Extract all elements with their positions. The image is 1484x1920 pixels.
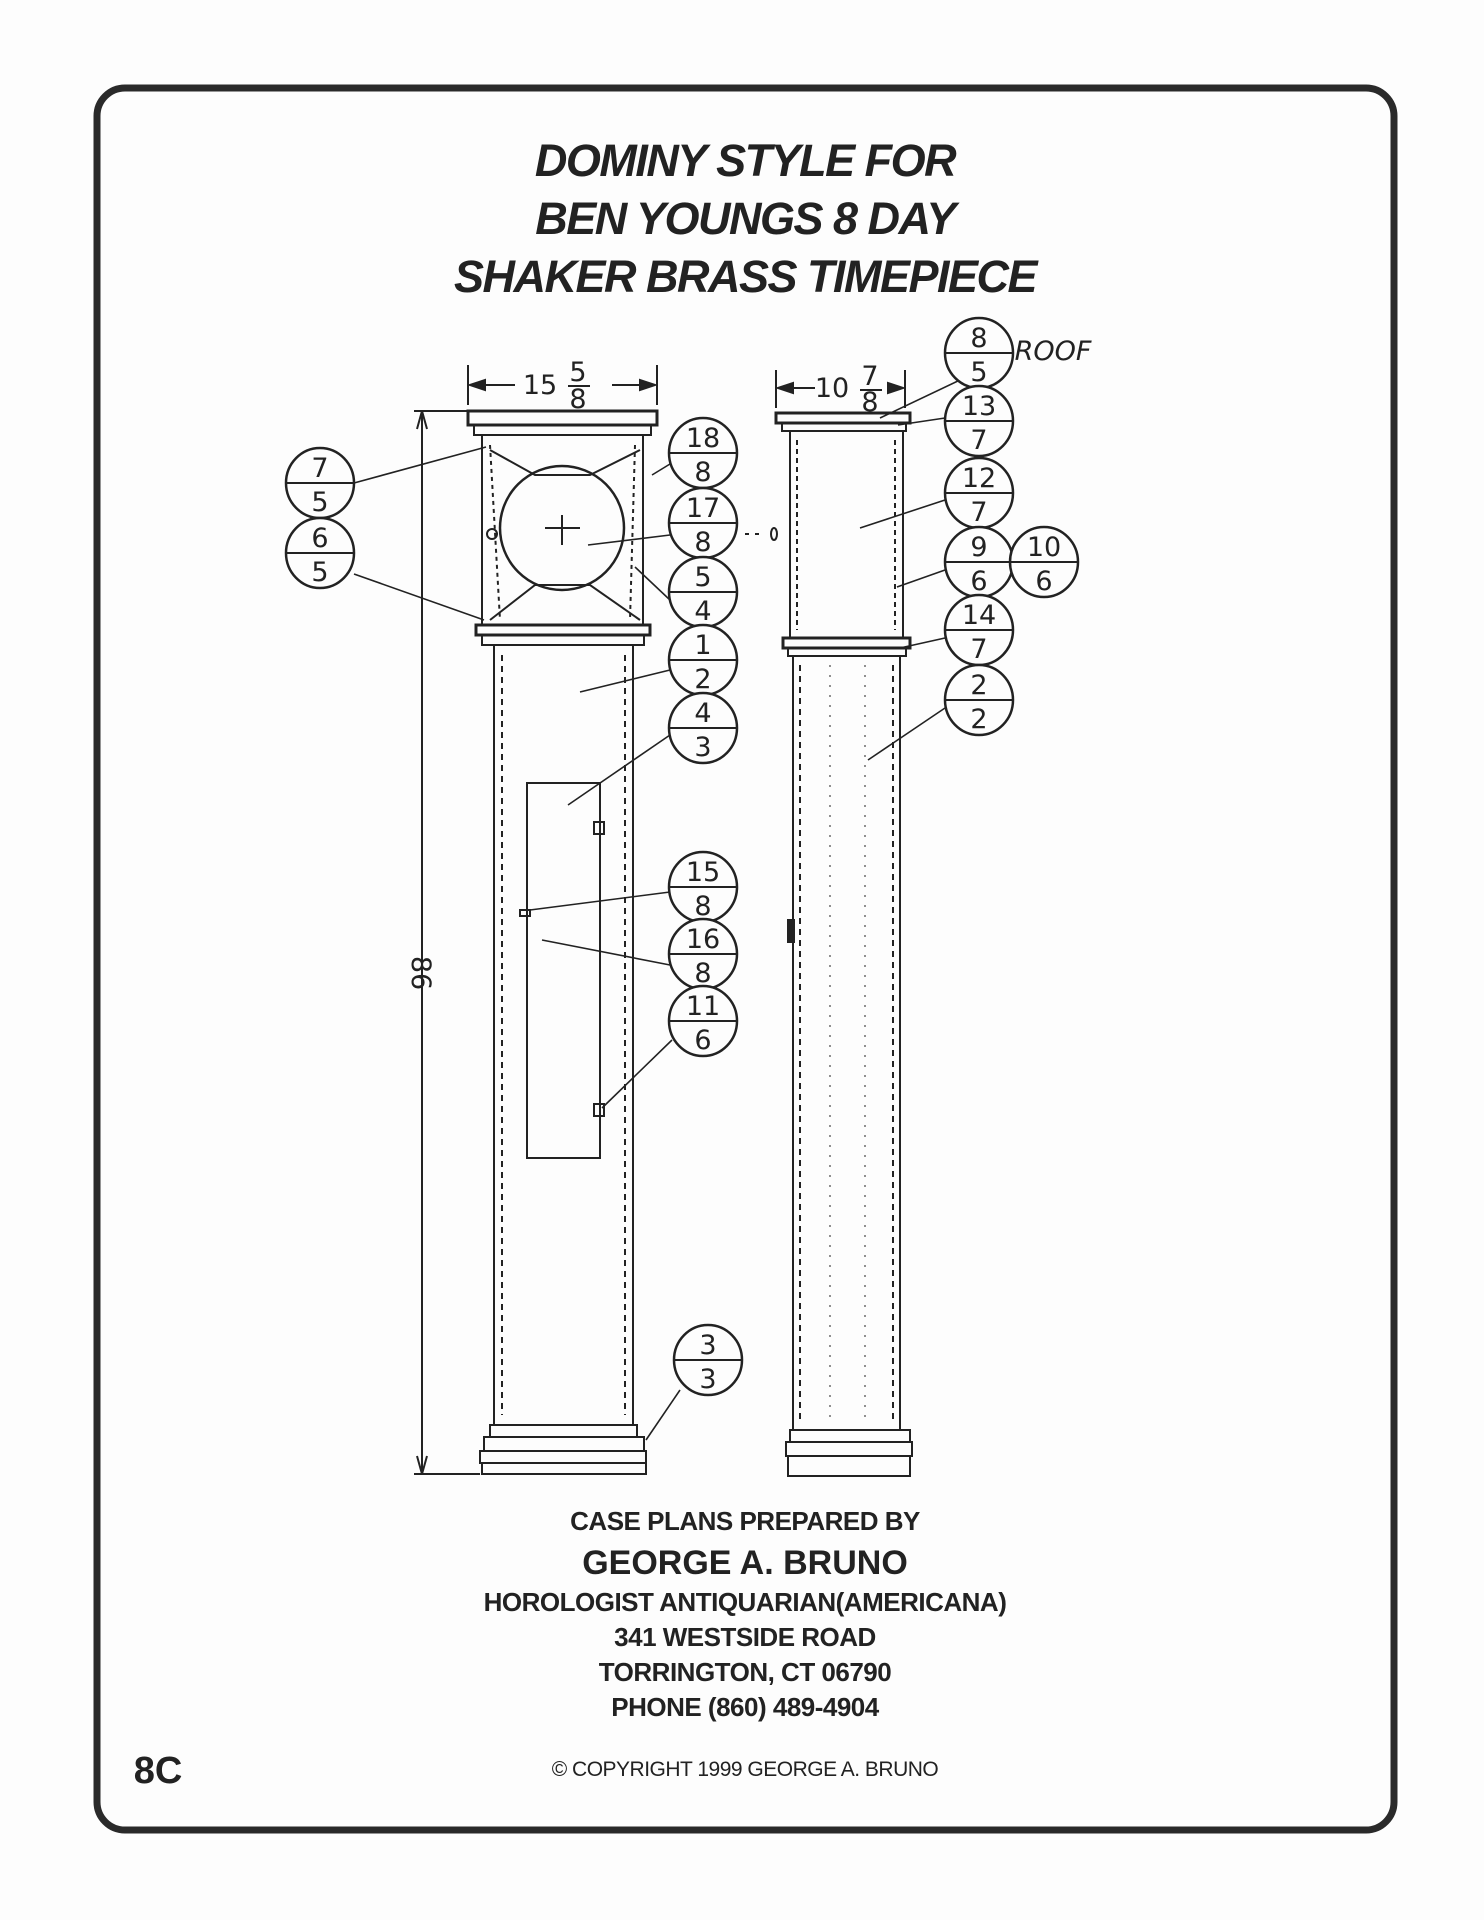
title-line-2: BEN YOUNGS 8 DAY bbox=[535, 193, 960, 244]
part-callout-bubble: 43 bbox=[667, 691, 739, 765]
callout-part-number: 8 bbox=[970, 323, 987, 354]
front-view-clock-drawing bbox=[414, 365, 659, 1475]
side-width-whole: 10 bbox=[815, 373, 849, 404]
height-dimension: 86 bbox=[405, 956, 436, 990]
part-callout-bubble: 168 bbox=[667, 917, 739, 991]
callout-sheet-number: 5 bbox=[970, 357, 987, 388]
part-callout-bubble: 96 bbox=[943, 525, 1015, 599]
part-callout-bubble: 137 bbox=[943, 384, 1015, 458]
callout-sheet-number: 8 bbox=[694, 527, 711, 558]
callout-part-number: 2 bbox=[970, 670, 987, 701]
part-callout-bubble: 33 bbox=[672, 1323, 744, 1397]
part-callout-bubble: 85 bbox=[943, 316, 1015, 390]
credit-address: 341 WESTSIDE ROAD bbox=[614, 1622, 876, 1652]
part-callout-bubble: 158 bbox=[667, 850, 739, 924]
front-width-whole: 15 bbox=[523, 370, 557, 401]
side-view-clock-drawing bbox=[745, 370, 913, 1477]
callout-sheet-number: 5 bbox=[311, 557, 328, 588]
part-callout-bubble: 127 bbox=[943, 456, 1015, 530]
front-width-numerator: 5 bbox=[569, 357, 586, 388]
callout-sheet-number: 6 bbox=[1035, 566, 1052, 597]
part-callout-bubble: 178 bbox=[667, 486, 739, 560]
title-line-3: SHAKER BRASS TIMEPIECE bbox=[454, 251, 1040, 302]
callout-part-number: 14 bbox=[962, 600, 996, 631]
part-callout-bubble: 22 bbox=[943, 663, 1015, 737]
side-width-numerator: 7 bbox=[861, 361, 878, 392]
callout-sheet-number: 2 bbox=[694, 664, 711, 695]
callout-sheet-number: 7 bbox=[970, 425, 987, 456]
callout-sheet-number: 7 bbox=[970, 497, 987, 528]
callout-sheet-number: 6 bbox=[694, 1025, 711, 1056]
callout-sheet-number: 3 bbox=[699, 1364, 716, 1395]
callout-part-number: 4 bbox=[694, 698, 711, 729]
credit-name: GEORGE A. BRUNO bbox=[582, 1544, 908, 1582]
callout-part-number: 1 bbox=[694, 630, 711, 661]
page-number: 8C bbox=[134, 1750, 183, 1792]
callout-part-number: 17 bbox=[686, 493, 720, 524]
side-width-denominator: 8 bbox=[861, 387, 878, 418]
callout-sheet-number: 8 bbox=[694, 891, 711, 922]
part-callout-bubble: 188 bbox=[667, 416, 739, 490]
part-callout-bubble: 75 bbox=[284, 446, 356, 520]
part-callout-bubble: 54 bbox=[667, 555, 739, 629]
callout-sheet-number: 7 bbox=[970, 634, 987, 665]
front-width-denominator: 8 bbox=[569, 384, 586, 415]
part-callout-bubble: 12 bbox=[667, 623, 739, 697]
credit-city: TORRINGTON, CT 06790 bbox=[599, 1657, 891, 1687]
callout-part-number: 11 bbox=[686, 991, 720, 1022]
callout-sheet-number: 4 bbox=[694, 596, 711, 627]
copyright: © COPYRIGHT 1999 GEORGE A. BRUNO bbox=[552, 1758, 939, 1781]
callout-part-number: 18 bbox=[686, 423, 720, 454]
callout-part-number: 7 bbox=[311, 453, 328, 484]
title-line-1: DOMINY STYLE FOR bbox=[535, 135, 957, 186]
leader-lines bbox=[353, 379, 961, 1441]
credit-phone: PHONE (860) 489-4904 bbox=[611, 1692, 880, 1722]
callout-part-number: 3 bbox=[699, 1330, 716, 1361]
callout-part-number: 10 bbox=[1027, 532, 1061, 563]
part-callouts: 7565188178541243158168116338513712796106… bbox=[284, 316, 1080, 1397]
callout-part-number: 16 bbox=[686, 924, 720, 955]
part-callout-bubble: 65 bbox=[284, 516, 356, 590]
callout-sheet-number: 5 bbox=[311, 487, 328, 518]
callout-part-number: 15 bbox=[686, 857, 720, 888]
part-callout-bubble: 106 bbox=[1008, 525, 1080, 599]
callout-part-number: 13 bbox=[962, 391, 996, 422]
callout-sheet-number: 8 bbox=[694, 958, 711, 989]
part-callout-bubble: 116 bbox=[667, 984, 739, 1058]
part-callout-bubble: 147 bbox=[943, 593, 1015, 667]
callout-part-number: 5 bbox=[694, 562, 711, 593]
page-border bbox=[93, 84, 1398, 1834]
callout-sheet-number: 2 bbox=[970, 704, 987, 735]
callout-sheet-number: 8 bbox=[694, 457, 711, 488]
callout-part-number: 12 bbox=[962, 463, 996, 494]
credit-prepared-by: CASE PLANS PREPARED BY bbox=[570, 1506, 920, 1536]
credit-profession: HOROLOGIST ANTIQUARIAN(AMERICANA) bbox=[484, 1587, 1007, 1617]
roof-label: ROOF bbox=[1015, 336, 1092, 367]
callout-part-number: 6 bbox=[311, 523, 328, 554]
callout-sheet-number: 3 bbox=[694, 732, 711, 763]
callout-sheet-number: 6 bbox=[970, 566, 987, 597]
callout-part-number: 9 bbox=[970, 532, 987, 563]
